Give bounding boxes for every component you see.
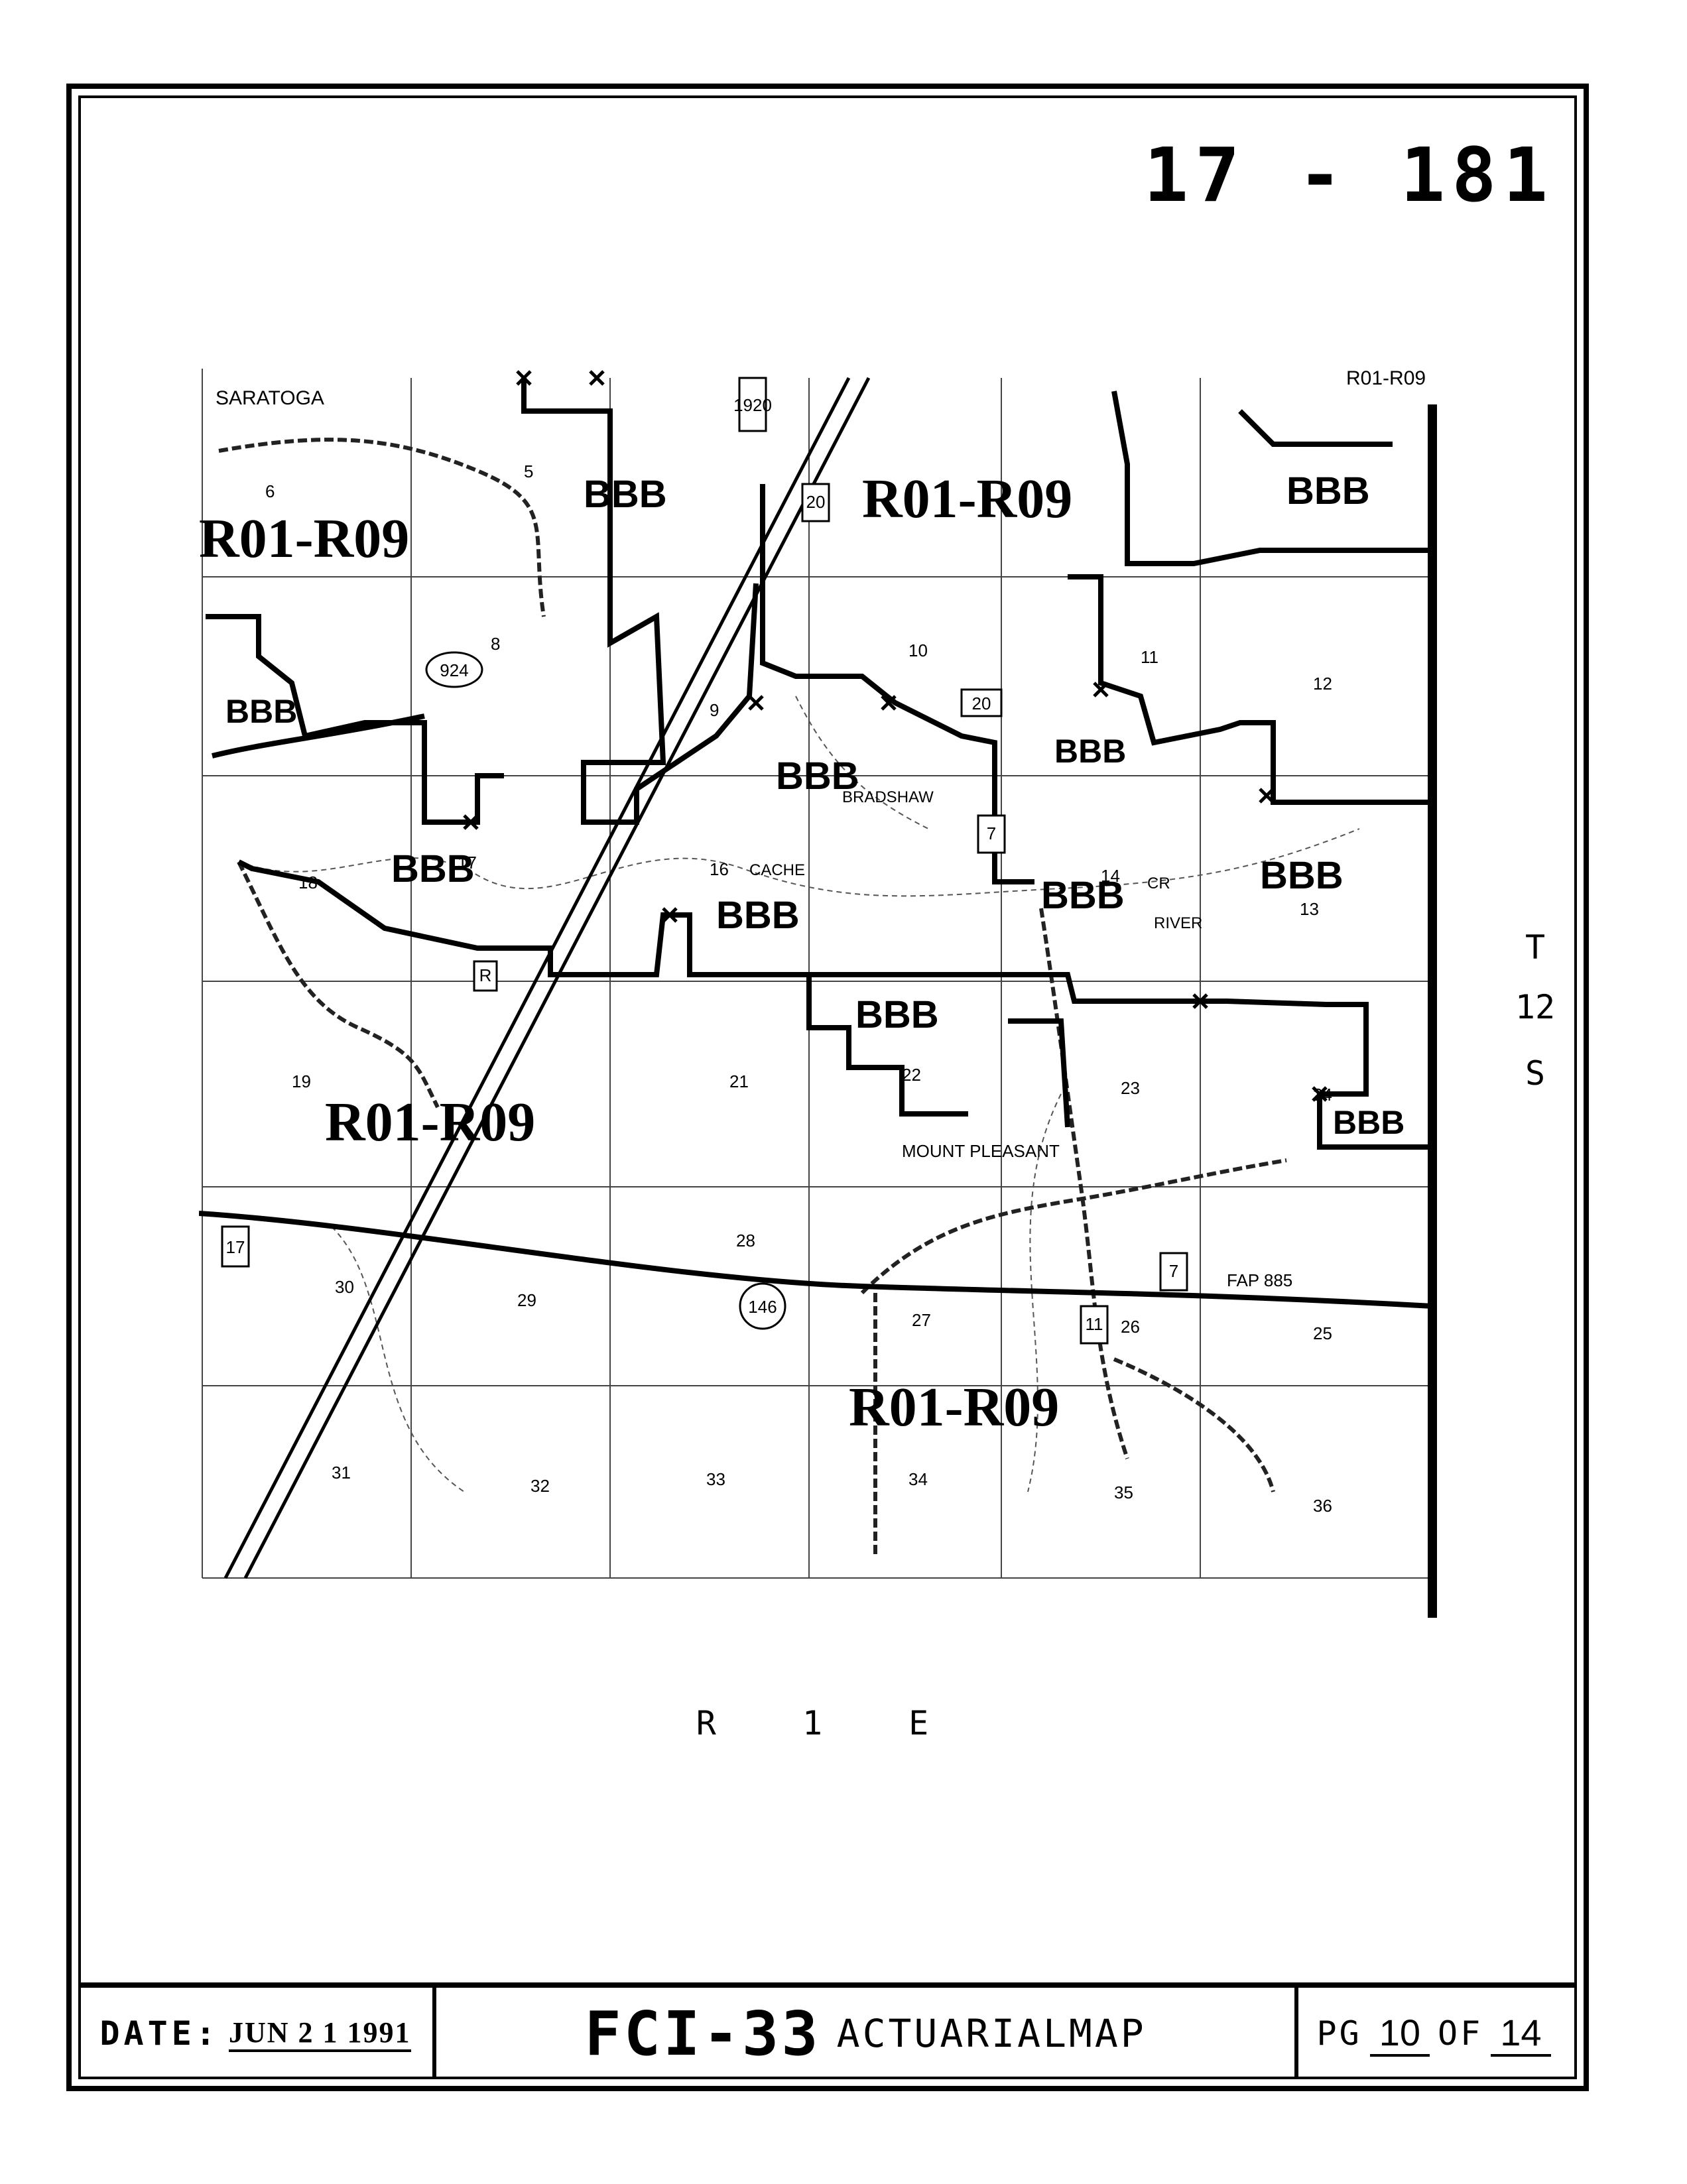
grade-marker: BBB [1041,874,1125,917]
feature-label: RIVER [1154,914,1202,932]
zone-label: R01-R09 [849,1376,1059,1438]
route-shield: 20 [972,694,991,713]
section-number: 8 [491,634,500,654]
grade-marker: BBB [584,473,667,516]
township-s: S [1525,1054,1546,1093]
route-shield: 11 [1086,1314,1103,1334]
route-shield: 17 [226,1237,245,1257]
grade-marker: BBB [1286,469,1370,513]
form-title-cell: FCI-33 ACTUARIALMAP [436,1988,1298,2079]
boundary-x-marks [463,370,1328,1102]
section-number: 9 [710,700,719,720]
page-of: OF [1438,2014,1483,2053]
route-shield: 7 [987,823,996,843]
township-t: T [1525,928,1546,967]
section-number: 12 [1313,674,1332,694]
place-label: SARATOGA [216,387,324,409]
section-number: 5 [524,461,533,481]
section-number: 19 [292,1071,311,1091]
title-block: DATE: JUN 2 1 1991 FCI-33 ACTUARIALMAP P… [78,1982,1577,2079]
section-numbers: 5 6 8 9 10 11 12 13 14 16 17 18 19 21 22… [265,461,1332,1516]
grade-markers: BBB BBB BBB BBB BBB BBB BBB BBB BBB BBB … [225,469,1405,1141]
section-number: 13 [1300,899,1319,919]
date-stamp: JUN 2 1 1991 [228,2016,411,2052]
form-code: FCI-33 [584,1998,821,2069]
form-title: ACTUARIALMAP [836,2011,1147,2056]
zone-label: R01-R09 [862,468,1072,530]
section-number: 16 [710,859,729,879]
section-number: 35 [1114,1483,1133,1502]
feature-label: CACHE [749,861,805,879]
sheet-number: 17 - 181 [1143,133,1554,219]
route-shield: 1920 [733,395,772,415]
feature-label: FAP 885 [1227,1270,1292,1290]
section-number: 27 [912,1310,931,1330]
route-shields: 1920 20 20 924 7 17 146 7 11 R [221,377,1188,1345]
feature-label: BRADSHAW [842,788,934,806]
grade-marker: BBB [391,847,475,890]
zone-label: R01-R09 [325,1091,535,1153]
section-number: 22 [902,1065,921,1085]
section-number: 11 [1141,647,1158,667]
grade-marker: BBB [855,993,939,1036]
township-number: 12 [1515,988,1556,1026]
section-number: 33 [706,1469,725,1489]
actuarial-map: R01-R09 R01-R09 R01-R09 R01-R09 R01-R09 … [199,365,1459,1624]
section-number: 10 [908,640,928,660]
place-label: MOUNT PLEASANT [902,1141,1060,1161]
place-labels: SARATOGA MOUNT PLEASANT CACHE RIVER CR B… [216,387,1292,1290]
grade-marker: BBB [225,693,297,730]
page-number: 10 [1369,2011,1430,2057]
section-number: 34 [908,1469,928,1489]
page-label: PG [1316,2014,1362,2053]
section-number: 18 [298,873,318,892]
grade-marker: BBB [716,894,800,937]
range-label: R 1 E [696,1704,962,1742]
outer-border [66,84,1589,2091]
section-number: 29 [517,1290,536,1310]
grade-marker: BBB [1054,733,1126,770]
date-label: DATE: [99,2014,219,2053]
grade-marker: BBB [1333,1104,1405,1141]
zone-labels: R01-R09 R01-R09 R01-R09 R01-R09 R01-R09 [199,367,1426,1438]
section-number: 6 [265,481,275,501]
route-shield: 20 [806,492,826,512]
grade-marker: BBB [1260,854,1343,897]
zone-label: R01-R09 [1346,367,1426,389]
zone-boundaries [206,378,1432,1150]
roads [218,438,1287,1558]
section-number: 24 [1313,1085,1332,1105]
grade-marker: BBB [776,755,859,798]
section-number: 21 [729,1071,749,1091]
section-number: 36 [1313,1496,1332,1516]
route-shield: 924 [440,660,468,680]
page-total: 14 [1491,2011,1551,2057]
page-cell: PG 10 OF 14 [1298,1988,1577,2079]
feature-label: CR [1147,875,1170,892]
section-number: 17 [458,853,477,873]
section-grid [202,369,1432,1579]
route-shield: 146 [748,1297,777,1317]
fap-highway [199,1211,1433,1309]
route-shield: 7 [1169,1261,1178,1281]
section-number: 28 [736,1231,755,1250]
section-number: 26 [1121,1317,1140,1337]
section-number: 32 [531,1476,550,1496]
streams [238,696,1360,1492]
section-number: 23 [1121,1078,1140,1098]
date-cell: DATE: JUN 2 1 1991 [78,1988,436,2079]
section-number: 25 [1313,1323,1332,1343]
route-shield: R [479,965,492,985]
zone-label: R01-R09 [199,508,409,570]
inner-border [78,95,1577,2079]
section-number: 14 [1101,866,1120,886]
section-number: 31 [332,1463,351,1483]
section-number: 30 [335,1277,354,1297]
